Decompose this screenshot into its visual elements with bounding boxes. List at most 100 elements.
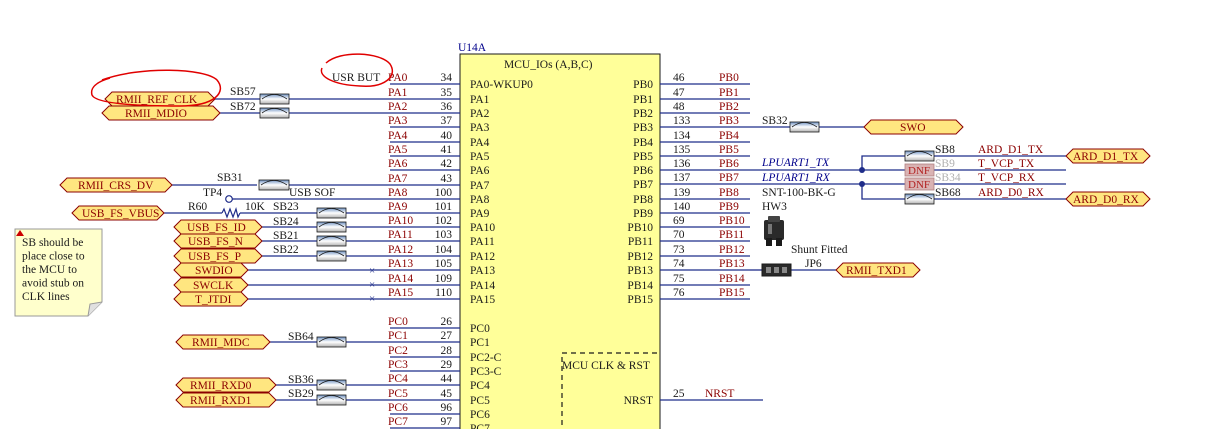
port-swdio[interactable]: SWDIO xyxy=(173,262,249,278)
nc-marker-pa14: × xyxy=(369,279,375,291)
port-rmii-mdio[interactable]: RMII_MDIO xyxy=(101,105,221,121)
t-vcp-rx-net: T_VCP_RX xyxy=(978,172,1036,184)
chip-ref: U14A xyxy=(458,42,487,54)
net-label: PB4 xyxy=(719,130,739,142)
pin-number: 135 xyxy=(673,144,691,156)
net-label: PA13 xyxy=(388,258,413,270)
pin-name: PA8 xyxy=(470,194,490,206)
net-label: PB14 xyxy=(719,273,745,285)
svg-text:SB32: SB32 xyxy=(762,115,788,127)
svg-text:SB57: SB57 xyxy=(230,86,256,98)
pin-name: PC1 xyxy=(470,337,490,349)
net-label: PA3 xyxy=(388,115,408,127)
svg-text:SB72: SB72 xyxy=(230,101,256,113)
note-line: SB should be xyxy=(22,237,83,249)
svg-text:USB_FS_ID: USB_FS_ID xyxy=(187,222,246,234)
net-label: PC3 xyxy=(388,359,408,371)
net-label: PB9 xyxy=(719,201,739,213)
pin-number: 100 xyxy=(435,187,453,199)
pin-number: 76 xyxy=(673,287,685,299)
nc-marker-pa13: × xyxy=(369,265,375,277)
pin-name: PA6 xyxy=(470,165,490,177)
pin-number: 37 xyxy=(441,115,453,127)
pin-name: PB12 xyxy=(627,251,653,263)
pin-name: PA15 xyxy=(470,294,495,306)
pin-number: 70 xyxy=(673,229,685,241)
port-rmii-ref-clk[interactable]: RMII_REF_CLK xyxy=(104,91,216,107)
mcu-body xyxy=(459,53,661,429)
pin-number: 134 xyxy=(673,130,691,142)
annotation-usr-but-circle xyxy=(320,53,393,87)
nc-marker-pa15: × xyxy=(369,293,375,305)
net-label: PC5 xyxy=(388,388,408,400)
port-rmii-rxd0[interactable]: RMII_RXD0 xyxy=(175,377,277,393)
svg-text:SB31: SB31 xyxy=(217,172,243,184)
net-label: PB6 xyxy=(719,158,739,170)
pin-number: 102 xyxy=(435,215,453,227)
port-swo[interactable]: SWO xyxy=(863,119,964,135)
sb9-dnf: DNF SB9 xyxy=(904,158,955,177)
svg-text:SB22: SB22 xyxy=(273,244,299,256)
sb72-bridge: SB72 xyxy=(230,101,290,119)
pin-number: 69 xyxy=(673,215,685,227)
pin-name: PC5 xyxy=(470,395,490,407)
net-label: PB0 xyxy=(719,72,739,84)
wire-pb6-up xyxy=(861,155,905,170)
port-usb-fs-p[interactable]: USB_FS_P xyxy=(173,248,263,264)
pin-name: PA13 xyxy=(470,265,495,277)
svg-text:R60: R60 xyxy=(188,201,207,213)
port-rmii-txd1[interactable]: RMII_TXD1 xyxy=(835,262,921,278)
pin-name: PA9 xyxy=(470,208,490,220)
net-label: PA1 xyxy=(388,87,408,99)
pin-name: PB1 xyxy=(633,94,653,106)
pin-number: 101 xyxy=(435,201,453,213)
svg-text:DNF: DNF xyxy=(908,165,930,177)
port-ard-d0-rx[interactable]: ARD_D0_RX xyxy=(1065,191,1151,207)
pin-name: PB0 xyxy=(633,79,653,91)
pin-number: 136 xyxy=(673,158,691,170)
port-usb-fs-id[interactable]: USB_FS_ID xyxy=(173,219,263,235)
net-label: PB10 xyxy=(719,215,745,227)
t-vcp-tx-net: T_VCP_TX xyxy=(978,158,1035,170)
shunt-jumper-icon xyxy=(764,216,784,246)
net-label: PC4 xyxy=(388,373,408,385)
net-label: PB13 xyxy=(719,258,745,270)
port-usb-fs-n[interactable]: USB_FS_N xyxy=(173,233,263,249)
pin-name: PA5 xyxy=(470,151,490,163)
port-t-jtdi[interactable]: T_JTDI xyxy=(173,291,249,307)
svg-text:T_JTDI: T_JTDI xyxy=(195,294,232,306)
sb64-bridge: SB64 xyxy=(288,331,347,348)
sb31-bridge: SB31 xyxy=(217,172,290,191)
net-label: NRST xyxy=(705,388,734,400)
net-label: PC2 xyxy=(388,345,408,357)
svg-text:TP4: TP4 xyxy=(203,187,222,199)
port-rmii-mdc[interactable]: RMII_MDC xyxy=(175,334,271,350)
port-rmii-crs-dv[interactable]: RMII_CRS_DV xyxy=(59,177,173,193)
pin-number: 47 xyxy=(673,87,685,99)
sb22-bridge: SB22 xyxy=(273,244,347,262)
port-usb-fs-vbus[interactable]: USB_FS_VBUS xyxy=(71,205,165,221)
shunt-fitted-label: Shunt Fitted xyxy=(791,244,848,256)
pin-name: PC4 xyxy=(470,380,490,392)
pin-number: 28 xyxy=(441,345,453,357)
port-ard-d1-tx[interactable]: ARD_D1_TX xyxy=(1065,148,1151,164)
sb36-bridge: SB36 xyxy=(288,374,347,391)
port-rmii-rxd1[interactable]: RMII_RXD1 xyxy=(175,392,277,408)
port-swclk[interactable]: SWCLK xyxy=(173,277,249,293)
pin-number: 45 xyxy=(441,388,453,400)
pin-name: PA3 xyxy=(470,122,490,134)
